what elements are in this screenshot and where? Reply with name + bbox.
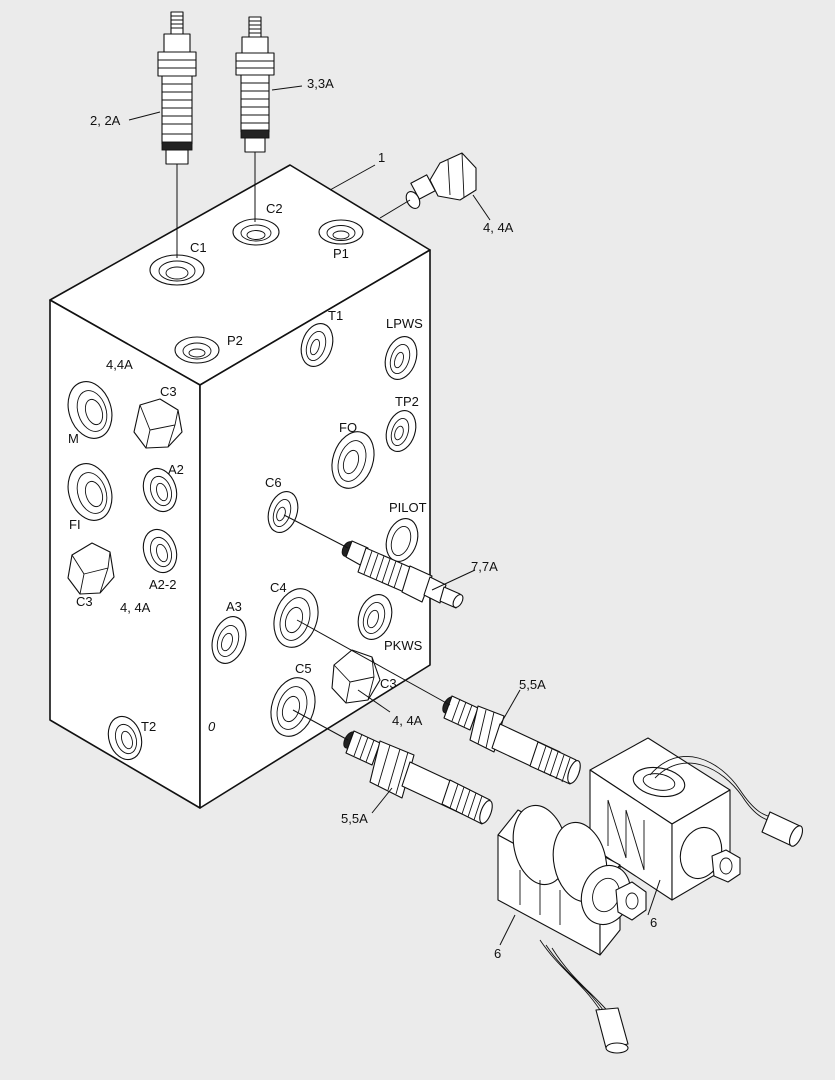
label-port-c2: C2 <box>266 201 283 216</box>
label-part-5-5a-upper: 5,5A <box>519 677 546 692</box>
leader-lines <box>128 85 661 946</box>
label-part-4-4a-left-lower: 4, 4A <box>120 600 151 615</box>
label-port-c6: C6 <box>265 475 282 490</box>
port-c5 <box>270 677 316 737</box>
label-port-t1: T1 <box>328 308 343 323</box>
label-port-tp2: TP2 <box>395 394 419 409</box>
label-part-3-3a: 3,3A <box>307 76 334 91</box>
label-port-c5: C5 <box>295 661 312 676</box>
port-c2 <box>232 218 280 246</box>
cartridge-valve-7-7a <box>341 540 464 609</box>
port-a2 <box>142 467 178 513</box>
label-port-t2: T2 <box>141 719 156 734</box>
label-part-4-4a-right: 4, 4A <box>392 713 423 728</box>
label-port-c4: C4 <box>270 580 287 595</box>
port-tp2 <box>385 410 417 452</box>
label-port-pkws: PKWS <box>384 638 423 653</box>
port-t1 <box>300 323 334 367</box>
port-t2 <box>107 715 143 761</box>
port-c1 <box>149 254 205 286</box>
label-port-c3-upper: C3 <box>160 384 177 399</box>
cartridge-valve-5-5a-lower <box>343 730 493 825</box>
port-fi <box>67 463 113 521</box>
label-port-lpws: LPWS <box>386 316 423 331</box>
port-a2-2 <box>142 528 178 574</box>
port-fo <box>331 431 375 489</box>
label-body-mark: 0 <box>208 719 216 734</box>
cartridge-valve-5-5a-upper <box>442 695 581 785</box>
label-part-5-5a-lower: 5,5A <box>341 811 368 826</box>
label-port-p2: P2 <box>227 333 243 348</box>
label-port-pilot: PILOT <box>389 500 427 515</box>
label-port-c3-right: C3 <box>380 676 397 691</box>
label-part-1: 1 <box>378 150 385 165</box>
port-c4 <box>273 588 319 648</box>
solenoid-coil-6-left <box>497 804 647 1054</box>
port-p1 <box>318 219 364 245</box>
port-a3 <box>211 616 247 664</box>
hex-plug-c3-upper <box>133 398 183 449</box>
label-port-a2: A2 <box>168 462 184 477</box>
label-port-a2-2: A2-2 <box>149 577 176 592</box>
connector-plug-left <box>595 1007 629 1054</box>
label-part-4-4a-left-upper: 4,4A <box>106 357 133 372</box>
label-port-fi: FI <box>69 517 81 532</box>
port-p2 <box>174 336 220 364</box>
label-port-c1: C1 <box>190 240 207 255</box>
label-part-6-left: 6 <box>494 946 501 961</box>
port-lpws <box>384 336 418 380</box>
label-part-6-right: 6 <box>650 915 657 930</box>
port-m <box>67 381 113 439</box>
cartridge-valve-2-2a <box>157 11 197 165</box>
label-port-c3-left: C3 <box>76 594 93 609</box>
hex-plug-c3-right <box>331 649 381 704</box>
label-port-m: M <box>68 431 79 446</box>
plug-4-4a-top <box>405 152 477 209</box>
cartridge-valve-3-3a <box>235 16 275 153</box>
label-port-p1: P1 <box>333 246 349 261</box>
label-part-4-4a-top: 4, 4A <box>483 220 514 235</box>
port-pkws <box>357 594 393 640</box>
label-port-a3: A3 <box>226 599 242 614</box>
port-c6 <box>267 491 299 533</box>
label-part-2-2a: 2, 2A <box>90 113 121 128</box>
connector-plug-right <box>761 811 804 847</box>
hex-plug-c3-lower <box>67 542 115 595</box>
solenoid-coil-6-right <box>589 737 804 901</box>
label-port-fo: FO <box>339 420 357 435</box>
callout-labels: 2, 2A 3,3A 1 4, 4A C1 C2 P1 P2 T1 LPWS 4… <box>68 76 657 961</box>
label-part-7-7a: 7,7A <box>471 559 498 574</box>
